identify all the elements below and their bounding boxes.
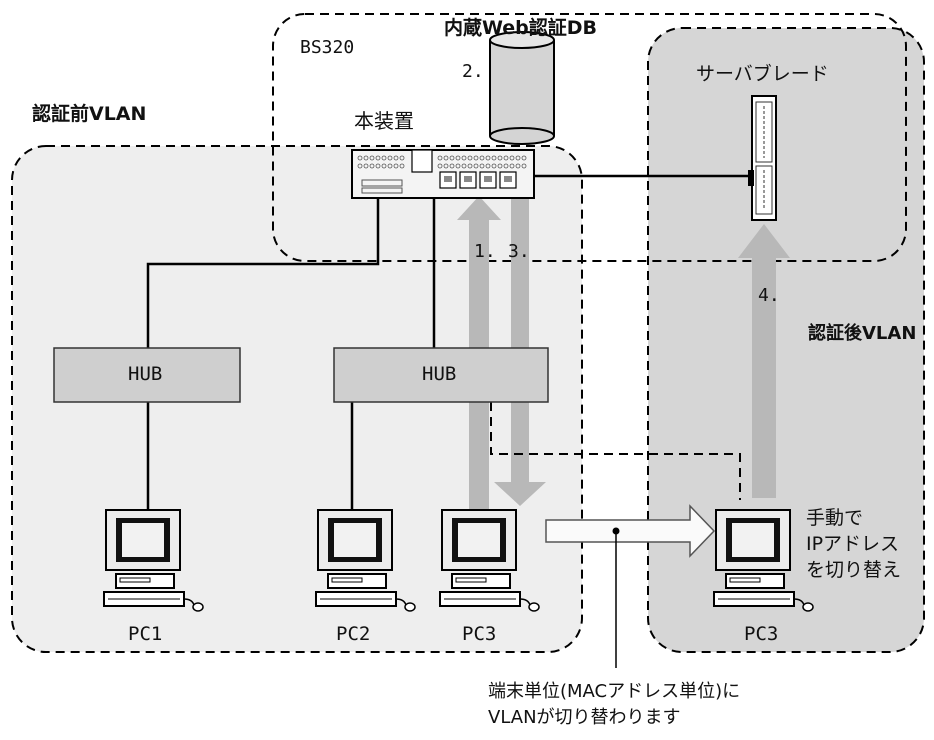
this-device-label: 本装置	[354, 110, 414, 132]
auth-db-icon	[490, 32, 554, 144]
pc1-label: PC1	[128, 624, 162, 645]
pre-auth-vlan-label: 認証前VLAN	[32, 104, 146, 125]
hub-left-label: HUB	[128, 364, 162, 385]
step4-label: 4.	[758, 286, 780, 306]
switch-device-icon	[352, 150, 534, 198]
manual-ip-line1: 手動で	[806, 508, 863, 529]
bs320-label: BS320	[300, 38, 354, 58]
pc3-left-label: PC3	[462, 624, 496, 645]
hub-right-label: HUB	[422, 364, 456, 385]
manual-ip-line2: IPアドレス	[806, 534, 899, 555]
post-auth-vlan-label: 認証後VLAN	[808, 324, 916, 344]
server-blade-icon	[748, 96, 776, 220]
note-line2: VLANが切り替わります	[488, 708, 681, 728]
manual-ip-line3: を切り替え	[806, 560, 901, 581]
server-blade-label: サーバブレード	[696, 64, 829, 85]
pc2-label: PC2	[336, 624, 370, 645]
pc3-right-label: PC3	[744, 624, 778, 645]
auth-db-label: 内蔵Web認証DB	[444, 18, 597, 39]
step1-label: 1.	[474, 242, 496, 262]
note-line1: 端末単位(MACアドレス単位)に	[488, 682, 740, 702]
step2-label: 2.	[462, 62, 484, 82]
step3-label: 3.	[508, 242, 530, 262]
